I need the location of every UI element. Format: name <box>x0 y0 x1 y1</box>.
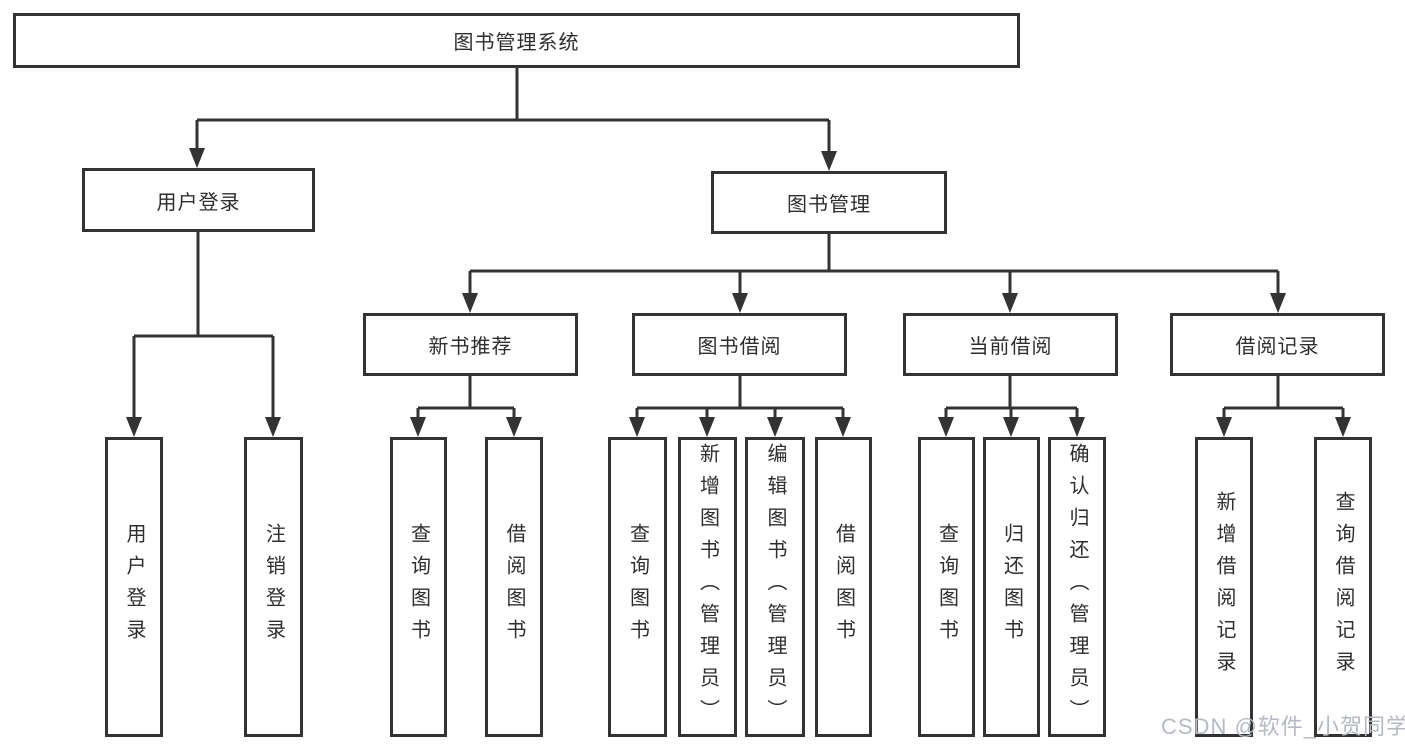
leaf-br-add-record: 新增借阅记录 <box>1195 437 1253 737</box>
node-root: 图书管理系统 <box>13 13 1020 68</box>
leaf-cb-return-books-label: 归还图书 <box>1000 523 1023 651</box>
node-root-label: 图书管理系统 <box>453 32 580 54</box>
connector-book-mgmt-to-level3 <box>468 234 1280 295</box>
leaf-bb-borrow-books: 借阅图书 <box>815 437 872 737</box>
node-new-book-rec: 新书推荐 <box>363 313 578 376</box>
csdn-watermark: CSDN @软件_小贺同学 <box>1161 714 1405 739</box>
node-book-mgmt: 图书管理 <box>711 171 947 234</box>
node-new-book-rec-label: 新书推荐 <box>428 336 513 358</box>
connector-new-book-rec-to-leaves <box>416 376 516 419</box>
leaf-bb-edit-books: 编辑图书（管理员） <box>745 437 805 737</box>
node-user-login-label: 用户登录 <box>156 191 241 214</box>
node-book-mgmt-label: 图书管理 <box>787 194 871 216</box>
arrowheads <box>126 148 1351 437</box>
leaf-logout: 注销登录 <box>244 437 303 737</box>
node-user-login: 用户登录 <box>82 168 315 232</box>
leaf-user-login-label: 用户登录 <box>123 523 145 651</box>
leaf-cb-query-books-label: 查询图书 <box>935 523 958 651</box>
leaf-cb-confirm-return: 确认归还（管理员） <box>1048 437 1106 737</box>
leaf-rec-borrow-books-label: 借阅图书 <box>503 523 525 651</box>
leaf-rec-borrow-books: 借阅图书 <box>485 437 543 737</box>
leaf-rec-query-books: 查询图书 <box>390 437 447 737</box>
leaf-bb-add-books: 新增图书（管理员） <box>678 437 737 737</box>
leaf-bb-query-books: 查询图书 <box>608 437 667 737</box>
leaf-bb-query-books-label: 查询图书 <box>626 523 649 651</box>
leaf-bb-edit-books-label: 编辑图书（管理员） <box>764 443 786 731</box>
node-borrow-records: 借阅记录 <box>1170 313 1385 376</box>
connector-book-borrow-to-leaves <box>635 376 845 419</box>
leaf-br-query-record: 查询借阅记录 <box>1314 437 1372 737</box>
leaf-br-query-record-label: 查询借阅记录 <box>1332 491 1354 683</box>
leaf-cb-return-books: 归还图书 <box>983 437 1040 737</box>
leaf-user-login: 用户登录 <box>105 437 163 737</box>
leaf-cb-confirm-return-label: 确认归还（管理员） <box>1066 443 1088 731</box>
connector-root-to-level2 <box>195 68 831 153</box>
leaf-bb-add-books-label: 新增图书（管理员） <box>696 443 719 731</box>
leaf-br-add-record-label: 新增借阅记录 <box>1213 491 1235 683</box>
leaf-cb-query-books: 查询图书 <box>918 437 975 737</box>
node-current-borrow: 当前借阅 <box>903 313 1118 376</box>
node-current-borrow-label: 当前借阅 <box>968 336 1053 358</box>
leaf-bb-borrow-books-label: 借阅图书 <box>832 523 855 651</box>
connector-current-borrow-to-leaves <box>944 376 1079 419</box>
node-borrow-records-label: 借阅记录 <box>1235 336 1320 358</box>
leaf-logout-label: 注销登录 <box>262 523 285 651</box>
node-book-borrow: 图书借阅 <box>632 313 847 376</box>
node-book-borrow-label: 图书借阅 <box>697 336 782 358</box>
leaf-rec-query-books-label: 查询图书 <box>407 523 430 651</box>
connector-user-login-to-leaves <box>132 232 275 419</box>
connector-borrow-records-to-leaves <box>1222 376 1345 419</box>
